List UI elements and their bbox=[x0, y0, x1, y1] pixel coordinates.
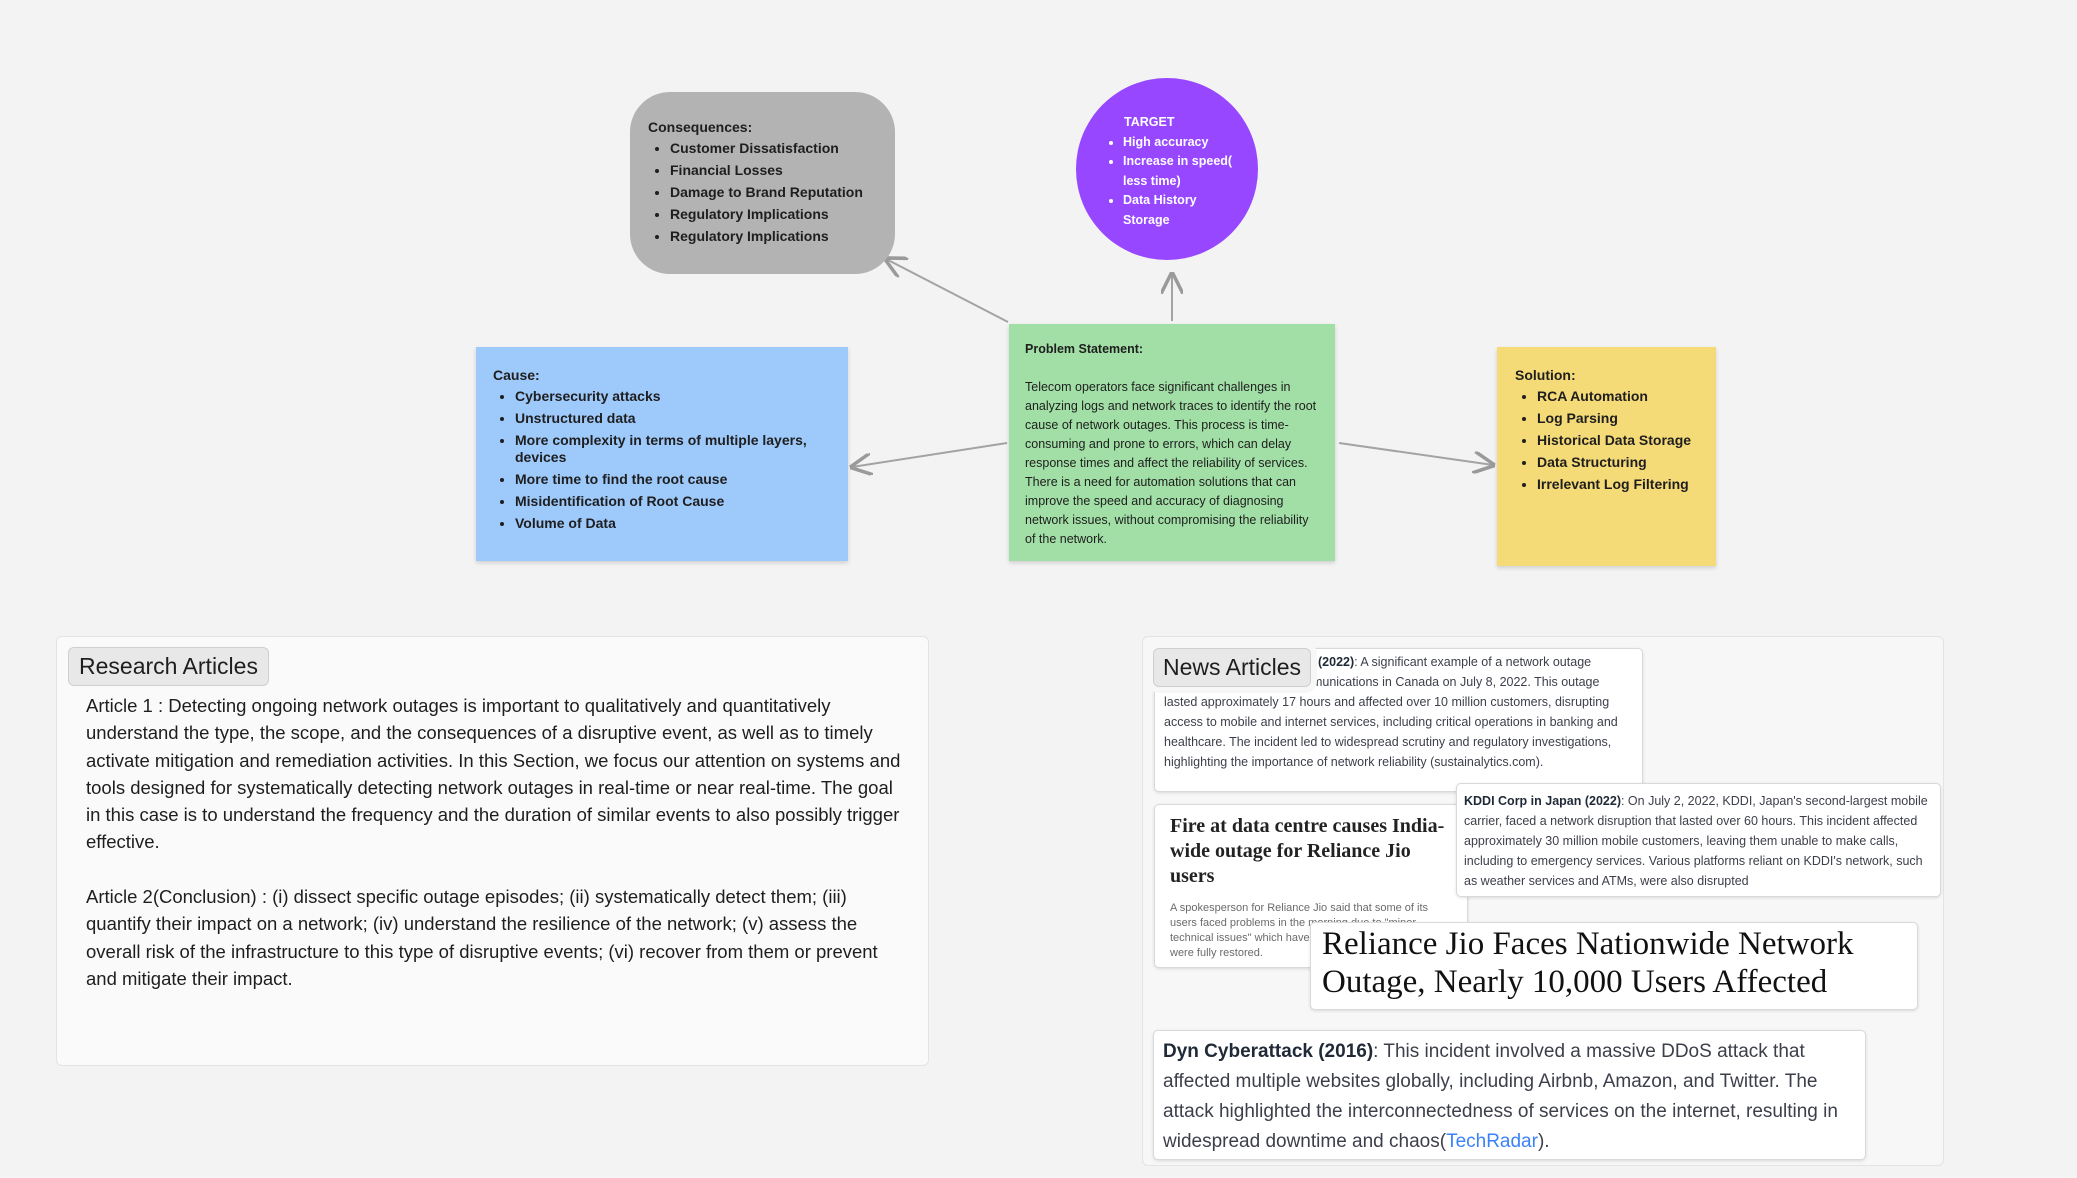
target-node[interactable]: TARGET High accuracy Increase in speed( … bbox=[1076, 78, 1258, 260]
cause-item: Volume of Data bbox=[515, 515, 832, 532]
consequences-list: Customer Dissatisfaction Financial Losse… bbox=[648, 140, 877, 245]
news-card-heading: (2022) bbox=[1318, 655, 1355, 669]
news-card-text: : This incident involved a massive DDoS … bbox=[1163, 1041, 1838, 1152]
problem-text: Telecom operators face significant chall… bbox=[1025, 380, 1317, 546]
article-2-text: Article 2(Conclusion) : (i) dissect spec… bbox=[86, 886, 878, 989]
research-articles-section[interactable] bbox=[56, 636, 929, 1066]
research-articles-title[interactable]: Research Articles bbox=[68, 647, 269, 686]
consequence-item: Damage to Brand Reputation bbox=[670, 184, 877, 201]
target-title: TARGET bbox=[1124, 115, 1175, 129]
news-card-kddi[interactable]: KDDI Corp in Japan (2022): On July 2, 20… bbox=[1456, 783, 1941, 897]
news-card-jio-headline[interactable]: Reliance Jio Faces Nationwide Network Ou… bbox=[1310, 922, 1918, 1010]
research-articles-body: Article 1 : Detecting ongoing network ou… bbox=[86, 692, 906, 1020]
arrow-to-consequences bbox=[886, 259, 1009, 323]
cause-item: Cybersecurity attacks bbox=[515, 388, 832, 405]
arrow-to-cause bbox=[852, 442, 1008, 467]
problem-statement-node[interactable]: Problem Statement: Telecom operators fac… bbox=[1009, 324, 1335, 561]
solution-item: Irrelevant Log Filtering bbox=[1537, 476, 1700, 493]
solution-item: Historical Data Storage bbox=[1537, 432, 1700, 449]
problem-title: Problem Statement: bbox=[1025, 342, 1144, 356]
solution-item: RCA Automation bbox=[1537, 388, 1700, 405]
solution-node[interactable]: Solution: RCA Automation Log Parsing His… bbox=[1497, 347, 1716, 566]
target-item: Data History Storage bbox=[1123, 191, 1244, 230]
consequence-item: Regulatory Implications bbox=[670, 206, 877, 223]
cause-title: Cause: bbox=[493, 367, 540, 383]
news-card-heading: Dyn Cyberattack (2016) bbox=[1163, 1041, 1374, 1062]
news-articles-title[interactable]: News Articles bbox=[1153, 648, 1312, 687]
cause-item: More complexity in terms of multiple lay… bbox=[515, 432, 832, 466]
cause-node[interactable]: Cause: Cybersecurity attacks Unstructure… bbox=[476, 347, 848, 561]
consequence-item: Customer Dissatisfaction bbox=[670, 140, 877, 157]
solution-item: Data Structuring bbox=[1537, 454, 1700, 471]
cause-list: Cybersecurity attacks Unstructured data … bbox=[493, 388, 832, 532]
cause-item: More time to find the root cause bbox=[515, 471, 832, 488]
article-1-text: Article 1 : Detecting ongoing network ou… bbox=[86, 695, 901, 853]
news-card-headline: Fire at data centre causes India-wide ou… bbox=[1170, 815, 1445, 887]
arrow-to-solution bbox=[1338, 442, 1493, 465]
consequence-item: Financial Losses bbox=[670, 162, 877, 179]
target-item: Increase in speed( less time) bbox=[1123, 152, 1244, 191]
news-card-dyn[interactable]: Dyn Cyberattack (2016): This incident in… bbox=[1153, 1030, 1866, 1160]
solution-list: RCA Automation Log Parsing Historical Da… bbox=[1515, 388, 1700, 493]
solution-title: Solution: bbox=[1515, 367, 1576, 383]
target-list: High accuracy Increase in speed( less ti… bbox=[1112, 133, 1244, 231]
consequence-item: Regulatory Implications bbox=[670, 228, 877, 245]
cause-item: Misidentification of Root Cause bbox=[515, 493, 832, 510]
news-card-text: : On July 2, 2022, KDDI, Japan's second-… bbox=[1464, 794, 1928, 888]
solution-item: Log Parsing bbox=[1537, 410, 1700, 427]
cause-item: Unstructured data bbox=[515, 410, 832, 427]
consequences-title: Consequences: bbox=[648, 119, 753, 135]
news-card-heading: KDDI Corp in Japan (2022) bbox=[1464, 794, 1621, 808]
consequences-node[interactable]: Consequences: Customer Dissatisfaction F… bbox=[630, 92, 895, 274]
target-item: High accuracy bbox=[1123, 133, 1244, 153]
news-card-headline: Reliance Jio Faces Nationwide Network Ou… bbox=[1322, 926, 1854, 1000]
techradar-link[interactable]: TechRadar bbox=[1446, 1131, 1538, 1152]
news-card-tail: ). bbox=[1537, 1131, 1550, 1152]
